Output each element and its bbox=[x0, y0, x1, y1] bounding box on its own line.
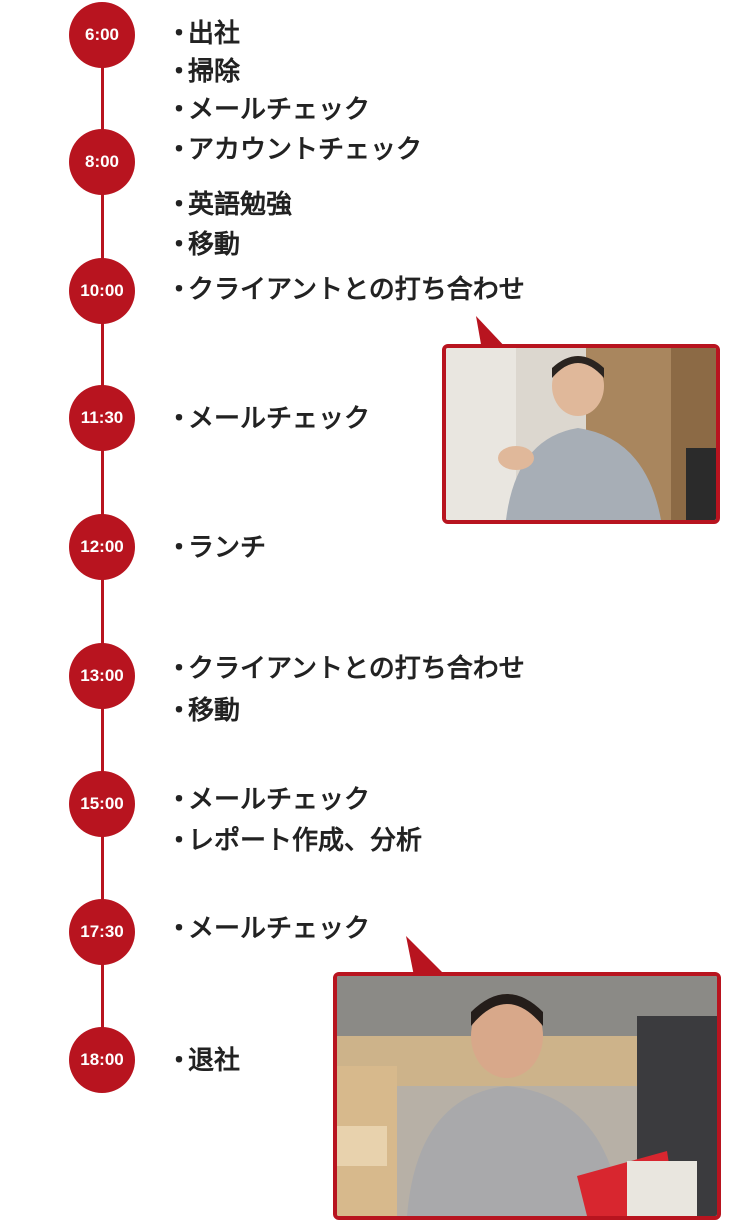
task-item: ・クライアントとの打ち合わせ bbox=[166, 654, 525, 684]
time-circle-10-00: 10:00 bbox=[69, 258, 135, 324]
time-label: 6:00 bbox=[84, 25, 120, 44]
task-label: ランチ bbox=[188, 533, 267, 563]
task-item: ・レポート作成、分析 bbox=[166, 826, 422, 856]
bullet: ・ bbox=[166, 1046, 193, 1076]
task-label: メールチェック bbox=[188, 95, 371, 125]
task-label: 掃除 bbox=[188, 57, 241, 87]
task-item: ・クライアントとの打ち合わせ bbox=[166, 275, 525, 305]
task-label: 移動 bbox=[188, 696, 241, 726]
bullet: ・ bbox=[166, 654, 193, 684]
time-label: 8:00 bbox=[84, 152, 120, 171]
bullet: ・ bbox=[166, 57, 193, 87]
time-label: 13:00 bbox=[80, 666, 124, 685]
time-circle-6-00: 6:00 bbox=[69, 2, 135, 68]
speech-bubble-tail bbox=[476, 316, 508, 350]
time-label: 11:30 bbox=[80, 408, 124, 427]
time-circle-17-30: 17:30 bbox=[69, 899, 135, 965]
task-item: ・英語勉強 bbox=[166, 190, 292, 220]
bullet: ・ bbox=[166, 95, 193, 125]
task-item: ・移動 bbox=[166, 230, 240, 260]
task-item: ・ランチ bbox=[166, 533, 266, 563]
task-item: ・退社 bbox=[166, 1046, 240, 1076]
time-label: 10:00 bbox=[80, 281, 124, 300]
task-item: ・メールチェック bbox=[166, 95, 370, 125]
task-label: メールチェック bbox=[188, 404, 371, 434]
bullet: ・ bbox=[166, 230, 193, 260]
office-photo bbox=[333, 972, 721, 1220]
task-item: ・メールチェック bbox=[166, 785, 370, 815]
task-label: メールチェック bbox=[188, 785, 371, 815]
time-label: 18:00 bbox=[80, 1050, 124, 1069]
task-item: ・掃除 bbox=[166, 57, 240, 87]
time-circle-18-00: 18:00 bbox=[69, 1027, 135, 1093]
task-label: クライアントとの打ち合わせ bbox=[188, 654, 525, 684]
bullet: ・ bbox=[166, 190, 193, 220]
meeting-photo bbox=[442, 344, 720, 524]
speech-bubble-tail bbox=[406, 936, 446, 976]
task-label: 移動 bbox=[188, 230, 241, 260]
task-label: 退社 bbox=[188, 1046, 241, 1076]
bullet: ・ bbox=[166, 914, 193, 944]
task-label: クライアントとの打ち合わせ bbox=[188, 275, 525, 305]
time-circle-8-00: 8:00 bbox=[69, 129, 135, 195]
time-circle-11-30: 11:30 bbox=[69, 385, 135, 451]
time-circle-12-00: 12:00 bbox=[69, 514, 135, 580]
time-label: 12:00 bbox=[80, 537, 124, 556]
bullet: ・ bbox=[166, 533, 193, 563]
task-label: メールチェック bbox=[188, 914, 371, 944]
task-label: 英語勉強 bbox=[188, 190, 293, 220]
time-circle-15-00: 15:00 bbox=[69, 771, 135, 837]
office-photo-image bbox=[337, 976, 717, 1216]
time-circle-13-00: 13:00 bbox=[69, 643, 135, 709]
task-label: レポート作成、分析 bbox=[188, 826, 423, 856]
task-label: アカウントチェック bbox=[188, 135, 423, 165]
task-item: ・メールチェック bbox=[166, 404, 370, 434]
bullet: ・ bbox=[166, 135, 193, 165]
task-item: ・メールチェック bbox=[166, 914, 370, 944]
bullet: ・ bbox=[166, 826, 193, 856]
time-label: 15:00 bbox=[80, 794, 124, 813]
bullet: ・ bbox=[166, 19, 193, 49]
bullet: ・ bbox=[166, 275, 193, 305]
time-label: 17:30 bbox=[80, 922, 124, 941]
bullet: ・ bbox=[166, 696, 193, 726]
task-item: ・出社 bbox=[166, 19, 240, 49]
task-item: ・移動 bbox=[166, 696, 240, 726]
task-label: 出社 bbox=[188, 19, 241, 49]
bullet: ・ bbox=[166, 404, 193, 434]
bullet: ・ bbox=[166, 785, 193, 815]
meeting-photo-image bbox=[446, 348, 716, 520]
task-item: ・アカウントチェック bbox=[166, 135, 422, 165]
